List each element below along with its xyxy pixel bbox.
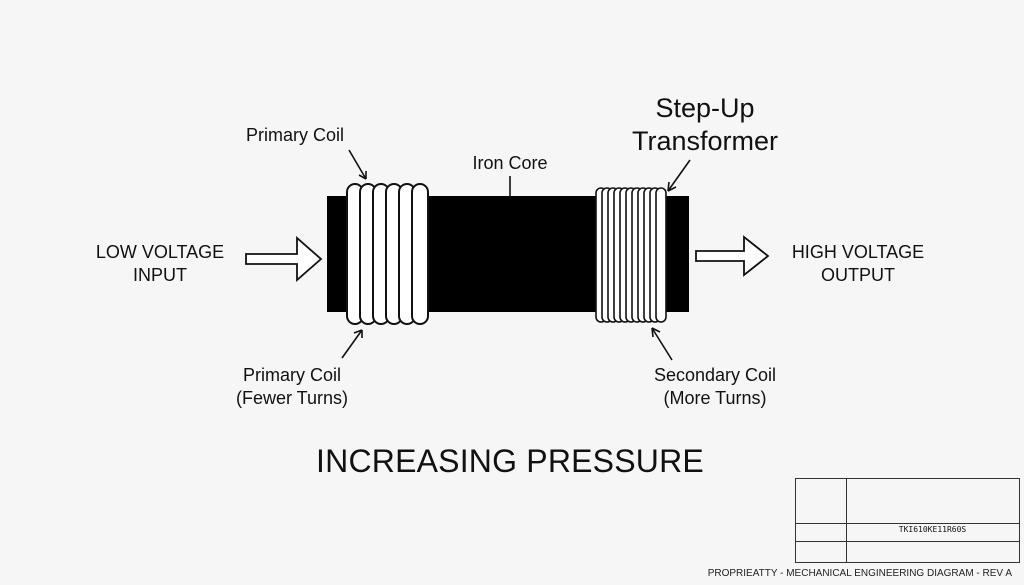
diagram-title: Step-Up Transformer bbox=[620, 92, 790, 158]
title-block-divider bbox=[846, 479, 847, 562]
high-voltage-output-label: HIGH VOLTAGE OUTPUT bbox=[791, 242, 925, 285]
iron-core-label: Iron Core bbox=[472, 153, 548, 173]
primary-coil-bottom-label: Primary Coil (Fewer Turns) bbox=[235, 365, 349, 408]
primary-coil-top-label: Primary Coil bbox=[245, 125, 344, 145]
secondary-coil bbox=[595, 187, 667, 323]
footer-text: PROPRIEATTY - MECHANICAL ENGINEERING DIA… bbox=[707, 568, 1012, 579]
title-block: TKI610KE11R60S bbox=[795, 478, 1020, 563]
increasing-pressure-title: INCREASING PRESSURE bbox=[316, 443, 704, 479]
title-block-rule bbox=[796, 523, 1019, 524]
leader-lines bbox=[341, 149, 691, 361]
input-arrow bbox=[245, 236, 323, 282]
output-arrow bbox=[695, 235, 770, 277]
title-block-rule bbox=[796, 541, 1019, 542]
title-block-code: TKI610KE11R60S bbox=[898, 525, 967, 534]
primary-coil bbox=[346, 183, 429, 325]
secondary-coil-label: Secondary Coil (More Turns) bbox=[653, 365, 777, 408]
title-text: Step-Up Transformer bbox=[631, 93, 779, 156]
low-voltage-input-label: LOW VOLTAGE INPUT bbox=[95, 242, 225, 285]
